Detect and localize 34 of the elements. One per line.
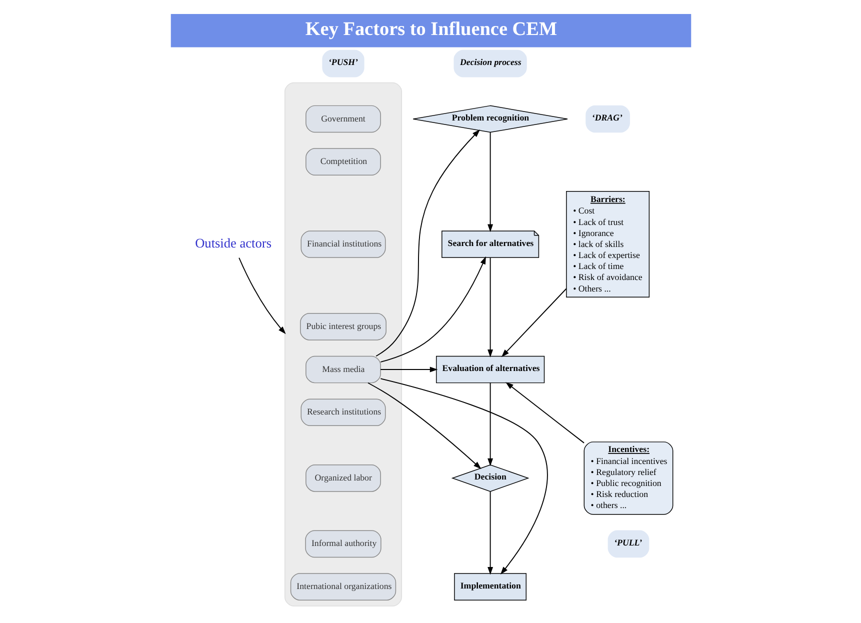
arrow bbox=[487, 491, 493, 575]
cluster bbox=[284, 82, 402, 606]
arrow bbox=[375, 130, 480, 357]
node-box: Implementation bbox=[454, 573, 526, 600]
arrow bbox=[500, 288, 566, 358]
arrow bbox=[380, 366, 438, 372]
node-box: Organized labor bbox=[305, 464, 380, 492]
arrow bbox=[505, 382, 584, 444]
node-box: Comptetition bbox=[305, 148, 380, 176]
arrow bbox=[487, 382, 493, 466]
node-diamond: Problem recognition bbox=[412, 105, 568, 133]
arrow bbox=[487, 132, 493, 232]
arrow bbox=[487, 257, 493, 358]
node-diamond: Decision bbox=[450, 464, 529, 492]
node-box: Research institutions bbox=[300, 398, 386, 426]
node-box: International organizations bbox=[290, 573, 396, 600]
arrow bbox=[367, 382, 481, 470]
node-text: Outside actors bbox=[194, 236, 272, 250]
node-box: Decision process bbox=[453, 50, 526, 78]
node-box: ‘PUSH’ bbox=[322, 50, 364, 78]
diagram-title: Key Factors to Influence CEM bbox=[304, 18, 557, 40]
node-box: Mass media bbox=[305, 356, 380, 384]
node-box: Pubic interest groups bbox=[300, 312, 386, 340]
node-box: ‘PULL’ bbox=[607, 530, 649, 558]
node-box: Incentives: • Financial incentives • Regulatory relief • Public recognition • Risk reduction • others ... bbox=[583, 442, 673, 515]
arrow bbox=[238, 257, 286, 334]
node-box: Evaluation of alternatives bbox=[436, 356, 544, 384]
node-box: Informal authority bbox=[304, 530, 381, 558]
node-box: Financial institutions bbox=[300, 230, 386, 258]
arrow bbox=[380, 378, 548, 575]
node-box: ‘DRAG’ bbox=[585, 105, 630, 133]
node-box: Government bbox=[305, 105, 380, 133]
arrow bbox=[380, 256, 486, 362]
node-box: Barriers: • Cost • Lack of trust • Ignorance • lack of skills • Lack of expertise • Lack of time • Risk of avoidance • Others ... bbox=[566, 191, 650, 298]
